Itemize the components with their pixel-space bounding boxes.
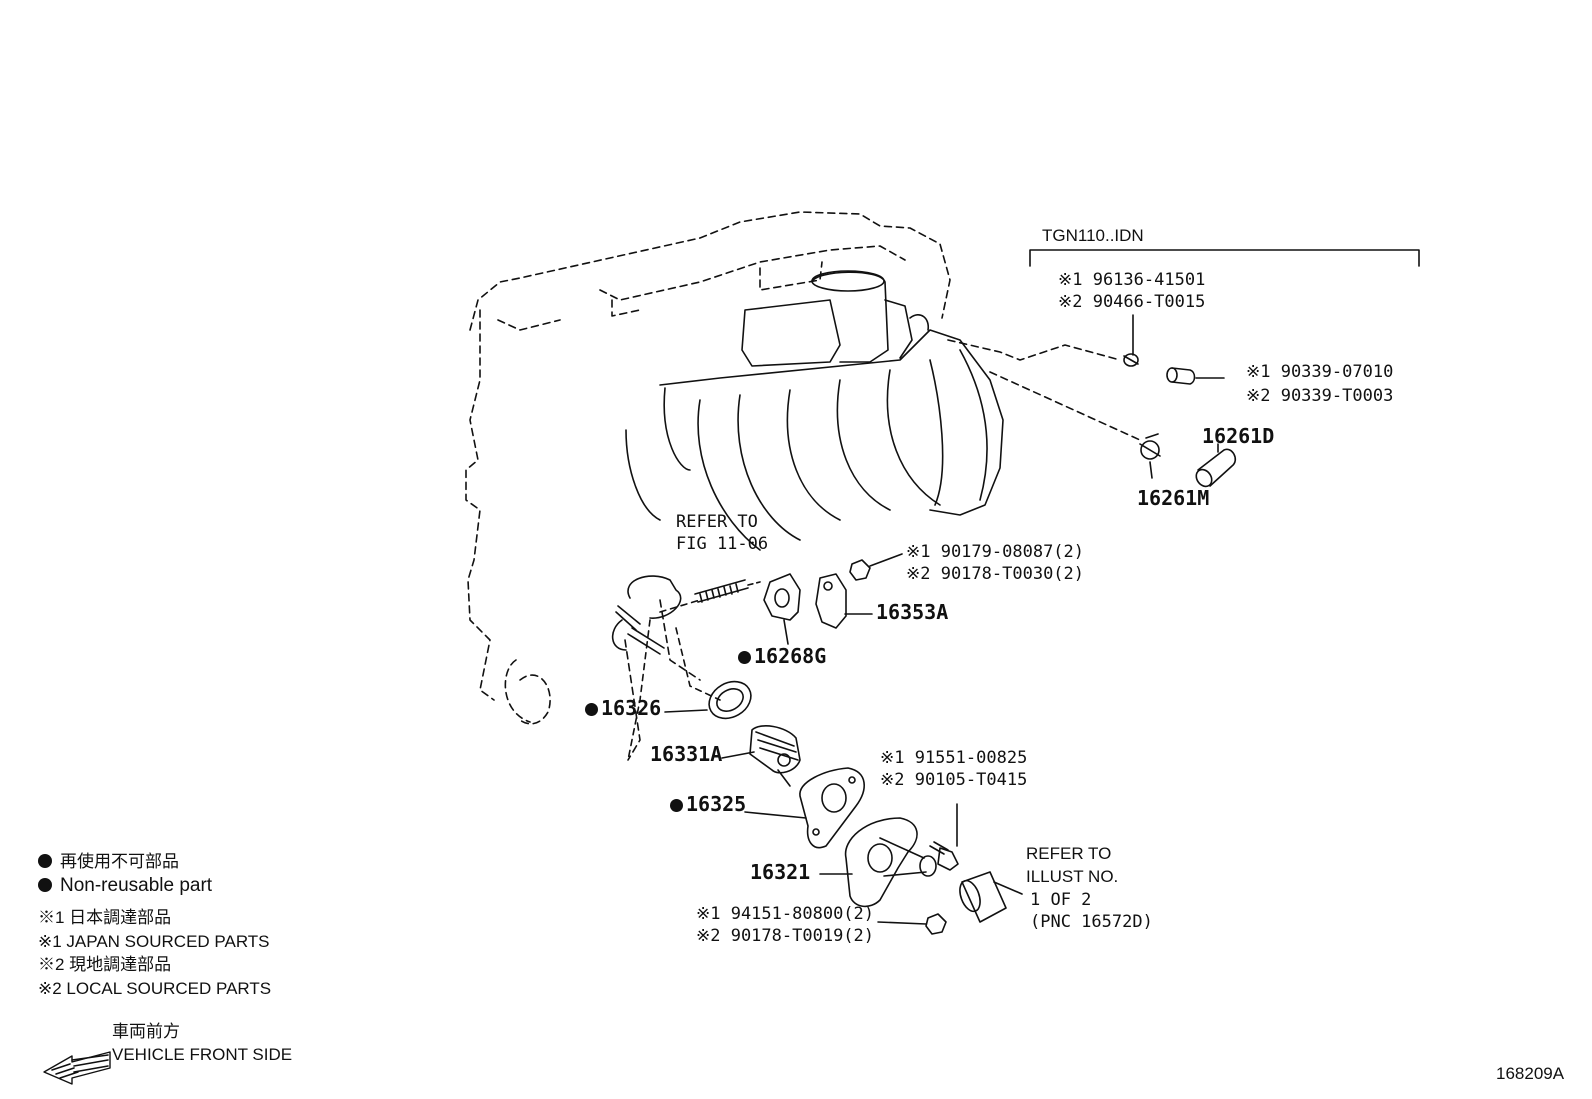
- leader-16331A: [721, 751, 755, 759]
- legend-non-reusable-jp: 再使用不可部品: [38, 852, 179, 872]
- gasket-16268G-icon: [763, 573, 801, 621]
- non-reusable-marker-icon: [738, 651, 751, 664]
- legend-front-jp: 車両前方: [112, 1022, 180, 1041]
- part-number-16268G: 16268G: [754, 644, 827, 668]
- assembly-lines: [627, 599, 721, 761]
- thermostat-icon: [749, 725, 801, 787]
- plug-pn-japan: ※1 90339-07010: [1246, 362, 1394, 382]
- legend-non-reusable-en: Non-reusable part: [38, 876, 212, 896]
- nut-pn-japan: ※1 90179-08087(2): [906, 542, 1085, 562]
- part-label-16325: 16325: [670, 794, 746, 814]
- legend-front-en: VEHICLE FRONT SIDE: [112, 1045, 293, 1064]
- water-inlet-icon: [844, 817, 937, 908]
- lower-nut-icon: [925, 913, 947, 935]
- part-number-16325: 16325: [686, 792, 747, 816]
- part-label-16261D: 16261D: [1202, 424, 1275, 448]
- leader-16268G: [783, 619, 789, 645]
- variant-bracket: [1029, 249, 1420, 267]
- fig-ref-line2: FIG 11-06: [676, 534, 769, 554]
- bolt-icon: [929, 841, 959, 871]
- hose-ref-icon: [959, 871, 1007, 923]
- leader-16261M: [1149, 461, 1153, 479]
- non-reusable-marker-icon: [670, 799, 683, 812]
- hose-clip-icon: [1139, 433, 1161, 460]
- clip-pn-japan: ※1 96136-41501: [1058, 270, 1206, 290]
- gasket-16325-icon: [799, 767, 865, 849]
- plug-pn-local: ※2 90339-T0003: [1246, 386, 1394, 406]
- illust-ref-line4: (PNC 16572D): [1030, 912, 1153, 932]
- engine-block-outline: [465, 211, 1141, 761]
- figure-id: 168209A: [1496, 1064, 1565, 1083]
- clip-pn-local: ※2 90466-T0015: [1058, 292, 1206, 312]
- leader-16326: [664, 709, 708, 713]
- part-label-16326: 16326: [585, 698, 661, 718]
- part-label-16353A: 16353A: [876, 600, 949, 624]
- illust-ref-line3: 1 OF 2: [1030, 890, 1092, 910]
- part-label-16331A: 16331A: [650, 742, 723, 766]
- legend-text: Non-reusable part: [60, 875, 213, 896]
- leader-lower-nut: [877, 921, 927, 925]
- legend-japan-en: ※1 JAPAN SOURCED PARTS: [38, 932, 270, 951]
- bolt-pn-japan: ※1 91551-00825: [880, 748, 1028, 768]
- leader-nut: [869, 553, 903, 567]
- legend-local-jp: ※2 現地調達部品: [38, 955, 172, 974]
- part-label-16321: 16321: [750, 860, 811, 884]
- bolt-pn-local: ※2 90105-T0415: [880, 770, 1028, 790]
- fig-ref-line1: REFER TO: [676, 512, 758, 532]
- part-label-16261M: 16261M: [1137, 486, 1210, 510]
- nut-icon: [849, 559, 871, 581]
- lower-nut-pn-local: ※2 90178-T0019(2): [696, 926, 875, 946]
- water-outlet-flange: [611, 575, 682, 655]
- vehicle-front-arrow-icon: [43, 1051, 111, 1085]
- illust-ref-line2: ILLUST NO.: [1026, 867, 1119, 886]
- seal-ring-16326-icon: [708, 680, 752, 720]
- plate-16353A-icon: [815, 573, 847, 629]
- part-label-16268G: 16268G: [738, 646, 826, 666]
- intake-manifold: [625, 270, 1004, 551]
- plug-icon: [1166, 367, 1196, 385]
- legend-text: 再使用不可部品: [60, 852, 179, 871]
- stud-bolt-icon: [694, 579, 749, 603]
- part-number-16326: 16326: [601, 696, 662, 720]
- clip-icon: [1124, 354, 1139, 367]
- legend-japan-jp: ※1 日本調達部品: [38, 908, 172, 927]
- stud-dash: [747, 581, 761, 586]
- illust-ref-line1: REFER TO: [1026, 844, 1112, 863]
- non-reusable-marker-icon: [585, 703, 598, 716]
- variant-code: TGN110..IDN: [1042, 226, 1144, 245]
- leader-16325: [744, 811, 807, 819]
- non-reusable-marker-icon: [38, 878, 52, 892]
- leader-hose-ref: [993, 881, 1023, 895]
- lower-nut-pn-japan: ※1 94151-80800(2): [696, 904, 875, 924]
- non-reusable-marker-icon: [38, 854, 52, 868]
- hose-icon: [1195, 448, 1237, 488]
- nut-pn-local: ※2 90178-T0030(2): [906, 564, 1085, 584]
- legend-local-en: ※2 LOCAL SOURCED PARTS: [38, 979, 272, 998]
